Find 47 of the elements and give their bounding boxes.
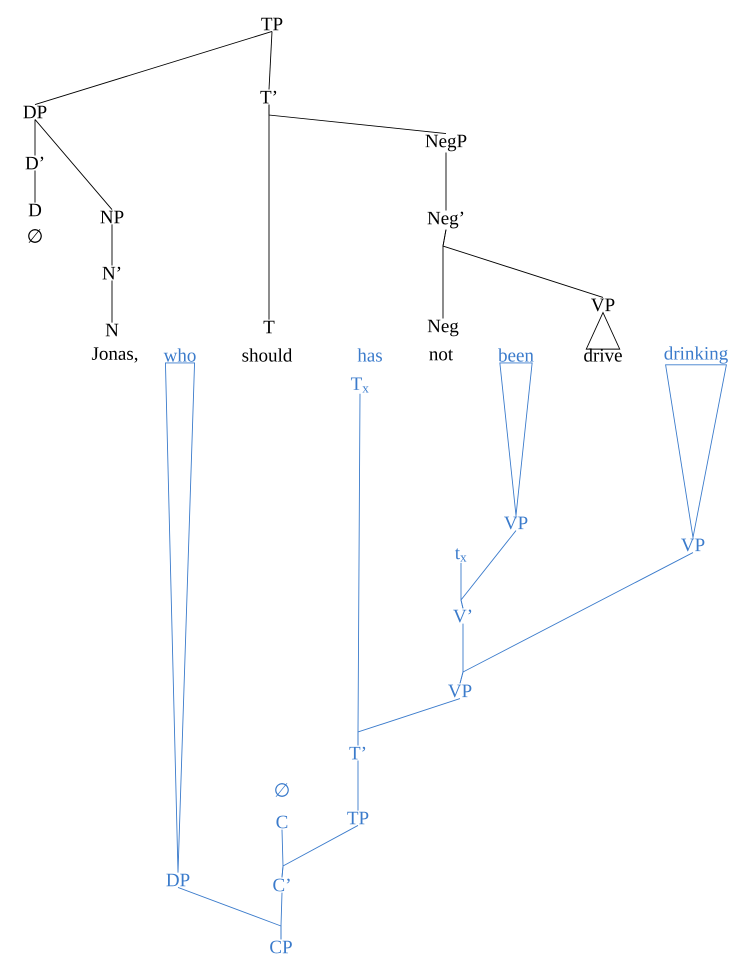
word-label: Jonas, bbox=[92, 347, 138, 363]
tree-label: NP bbox=[100, 210, 124, 224]
tree-label: TP bbox=[261, 18, 282, 30]
tree-label: N’ bbox=[102, 266, 120, 280]
tree-label: D’ bbox=[26, 156, 44, 170]
tree-branch bbox=[34, 119, 112, 210]
word-label: should bbox=[242, 348, 292, 362]
tree-label: C bbox=[276, 816, 288, 828]
tree-branch bbox=[280, 892, 282, 940]
word-label: drive bbox=[584, 348, 622, 362]
tree-branch bbox=[268, 30, 272, 90]
word-label: been bbox=[498, 348, 534, 362]
tree-label: T bbox=[264, 320, 274, 334]
tree-branch bbox=[460, 530, 516, 609]
tree-branch bbox=[34, 170, 36, 204]
tree-label: T’ bbox=[349, 746, 366, 760]
tree-branch bbox=[358, 698, 460, 746]
word-label: not bbox=[429, 350, 454, 360]
tree-label: VP bbox=[591, 298, 614, 312]
tree-label: VP bbox=[448, 684, 472, 698]
tree-label: T$_{x}$ bbox=[350, 378, 369, 393]
tree-branch bbox=[34, 30, 272, 106]
tree-label: ∅ bbox=[275, 783, 289, 797]
tree-label: Neg bbox=[428, 320, 458, 336]
tree-label: VP bbox=[681, 538, 704, 552]
tree-label: T’ bbox=[260, 90, 276, 104]
tree-label: t$_{x}$ bbox=[454, 548, 467, 562]
tree-label: C’ bbox=[273, 878, 290, 892]
tree-branch bbox=[282, 824, 358, 878]
tree-label: DP bbox=[23, 106, 46, 118]
tree-branch bbox=[460, 552, 694, 684]
tree-branch bbox=[268, 104, 446, 134]
tree-branch bbox=[34, 119, 36, 156]
tree-label: NegP bbox=[425, 134, 466, 152]
word-label: drinking bbox=[664, 346, 728, 364]
tree-label: CP bbox=[270, 940, 292, 954]
tree-label: ∅ bbox=[28, 229, 42, 243]
tree-label: TP bbox=[347, 812, 368, 824]
tree-label: V’ bbox=[453, 610, 472, 622]
word-label: who bbox=[164, 348, 196, 362]
tree-label: D bbox=[28, 204, 42, 216]
tree-branch bbox=[442, 229, 604, 298]
tree-label: VP bbox=[504, 516, 528, 530]
tree-label: N bbox=[106, 324, 118, 336]
tree-label: Neg’ bbox=[428, 212, 464, 228]
tree-label: DP bbox=[166, 874, 190, 886]
word-label: has bbox=[358, 348, 382, 362]
